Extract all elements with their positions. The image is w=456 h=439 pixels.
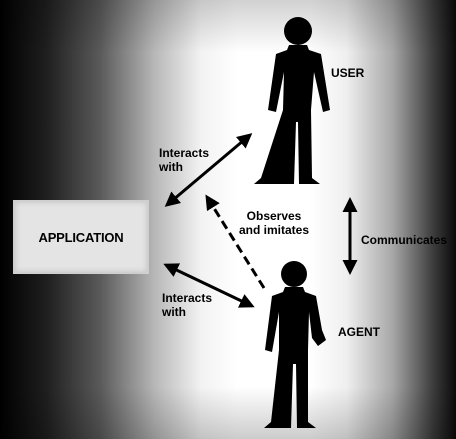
application-box: APPLICATION xyxy=(13,200,149,274)
user-app-arrow xyxy=(164,133,253,207)
agent-app-arrow xyxy=(163,263,255,308)
application-label: APPLICATION xyxy=(38,229,124,245)
agent-app-edge-label: Interacts with xyxy=(162,291,212,319)
agent-app-edge-line2: with xyxy=(162,305,186,319)
observe-dashed-arrow xyxy=(205,194,266,289)
agent-app-edge-line1: Interacts xyxy=(162,291,213,305)
communicate-edge-label: Communicates xyxy=(361,233,448,247)
observe-edge-label: Observes and imitates xyxy=(239,209,309,237)
user-figure-icon xyxy=(254,17,330,184)
user-label: USER xyxy=(331,66,365,80)
user-app-edge-line1: Interacts xyxy=(159,146,210,160)
agent-label: AGENT xyxy=(338,325,380,339)
agent-figure-icon xyxy=(264,261,326,428)
observe-edge-line1: Observes xyxy=(246,209,302,223)
user-app-edge-line2: with xyxy=(159,160,183,174)
user-app-edge-label: Interacts with xyxy=(159,146,209,174)
observe-edge-line2: and imitates xyxy=(239,223,310,237)
